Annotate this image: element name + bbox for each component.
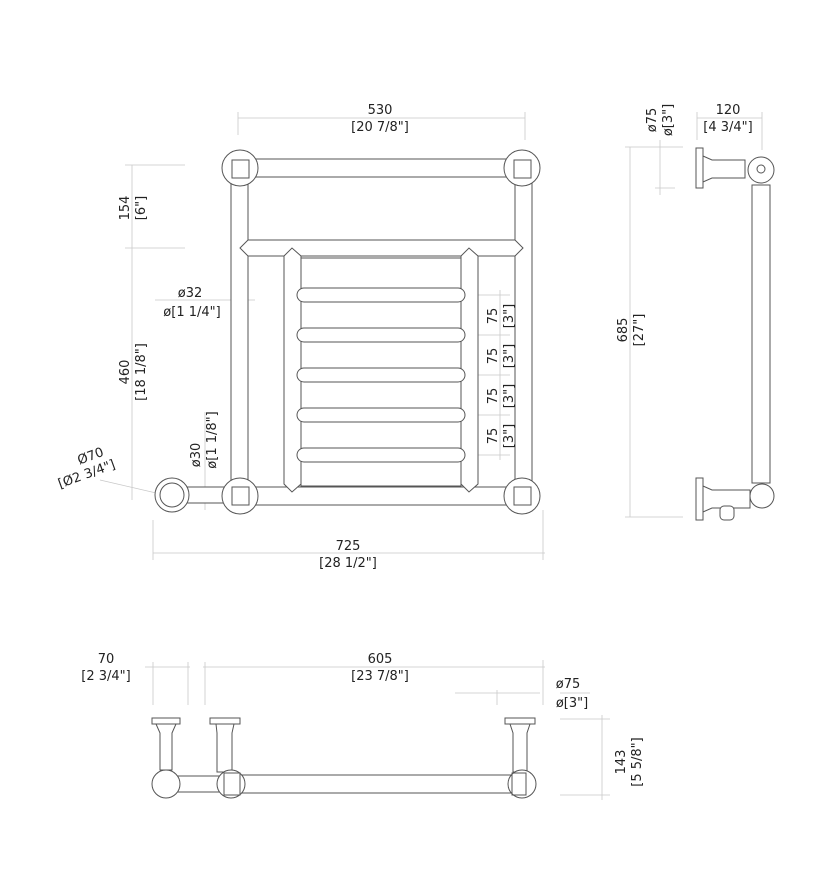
dim-span-in: [23 7/8"] <box>351 669 409 684</box>
dim-plate-dia: ø75 <box>645 108 660 133</box>
corner-balls <box>154 149 541 515</box>
dim-top-plate-dia: ø75 <box>556 677 581 692</box>
side-tube <box>751 184 771 484</box>
top-view-ball-right <box>507 769 537 799</box>
wall-plate-top <box>695 147 704 189</box>
top-view-rail <box>239 774 517 794</box>
side-view: 685 [27"] ø75 ø[3"] 120 [4 3/4"] <box>616 103 775 521</box>
dim-top-plate-dia-in: ø[3"] <box>556 696 588 711</box>
right-post <box>514 179 533 486</box>
svg-text:75: 75 <box>486 428 501 445</box>
wall-plate-bottom <box>695 477 704 521</box>
dim-offset: 70 <box>98 652 115 667</box>
dim-projection: 143 <box>614 750 629 775</box>
dim-plate-dia-in: ø[3"] <box>661 104 676 136</box>
rail-spacing-labels: 75 [3"] 75 [3"] 75 [3"] 75 [3"] <box>486 304 517 448</box>
dim-top-height: 154 <box>118 196 133 221</box>
horizontal-ribs <box>296 287 466 463</box>
svg-text:[3"]: [3"] <box>502 424 517 448</box>
dim-overall-width-in: [28 1/2"] <box>319 556 377 571</box>
svg-text:[3"]: [3"] <box>502 344 517 368</box>
svg-text:75: 75 <box>486 308 501 325</box>
dim-width-top-in: [20 7/8"] <box>351 120 409 135</box>
dim-span: 605 <box>368 652 393 667</box>
dim-tube-dia-in: ø[1 1/4"] <box>163 305 220 320</box>
dim-width-top: 530 <box>368 103 393 118</box>
dim-overall-width: 725 <box>336 539 361 554</box>
dim-lower-height-in: [18 1/8"] <box>134 343 149 401</box>
dim-side-height-in: [27"] <box>632 314 647 347</box>
cross-bar <box>239 239 524 257</box>
dim-small-tube-dia-in: ø[1 1/8"] <box>205 411 220 468</box>
dim-depth-in: [4 3/4"] <box>703 120 752 135</box>
wall-brackets <box>151 717 536 773</box>
dim-projection-in: [5 5/8"] <box>630 737 645 786</box>
svg-text:75: 75 <box>486 388 501 405</box>
top-rail <box>242 158 520 178</box>
dim-side-height: 685 <box>616 318 631 343</box>
top-view: 70 [2 3/4"] 605 [23 7/8"] ø75 ø[3"] 143 … <box>81 652 645 800</box>
front-view: 530 [20 7/8"] 154 [6"] 460 [18 1/8"] ø32… <box>56 103 545 571</box>
bottom-rail <box>242 486 520 506</box>
svg-text:[3"]: [3"] <box>502 304 517 328</box>
left-post <box>230 179 249 486</box>
wall-stem-bottom <box>702 485 751 513</box>
dim-lower-height: 460 <box>118 360 133 385</box>
svg-text:75: 75 <box>486 348 501 365</box>
valve <box>719 505 735 521</box>
elbow-top <box>747 156 775 184</box>
dim-offset-in: [2 3/4"] <box>81 669 130 684</box>
dim-top-height-in: [6"] <box>134 196 149 220</box>
elbow-bottom <box>749 483 775 509</box>
wall-stem-top <box>702 155 746 183</box>
dim-small-tube-dia: ø30 <box>189 443 204 468</box>
dim-depth: 120 <box>716 103 741 118</box>
top-view-ball-left <box>151 769 181 799</box>
top-view-ball-mid <box>216 769 246 799</box>
svg-text:[3"]: [3"] <box>502 384 517 408</box>
dim-tube-dia: ø32 <box>178 286 203 301</box>
